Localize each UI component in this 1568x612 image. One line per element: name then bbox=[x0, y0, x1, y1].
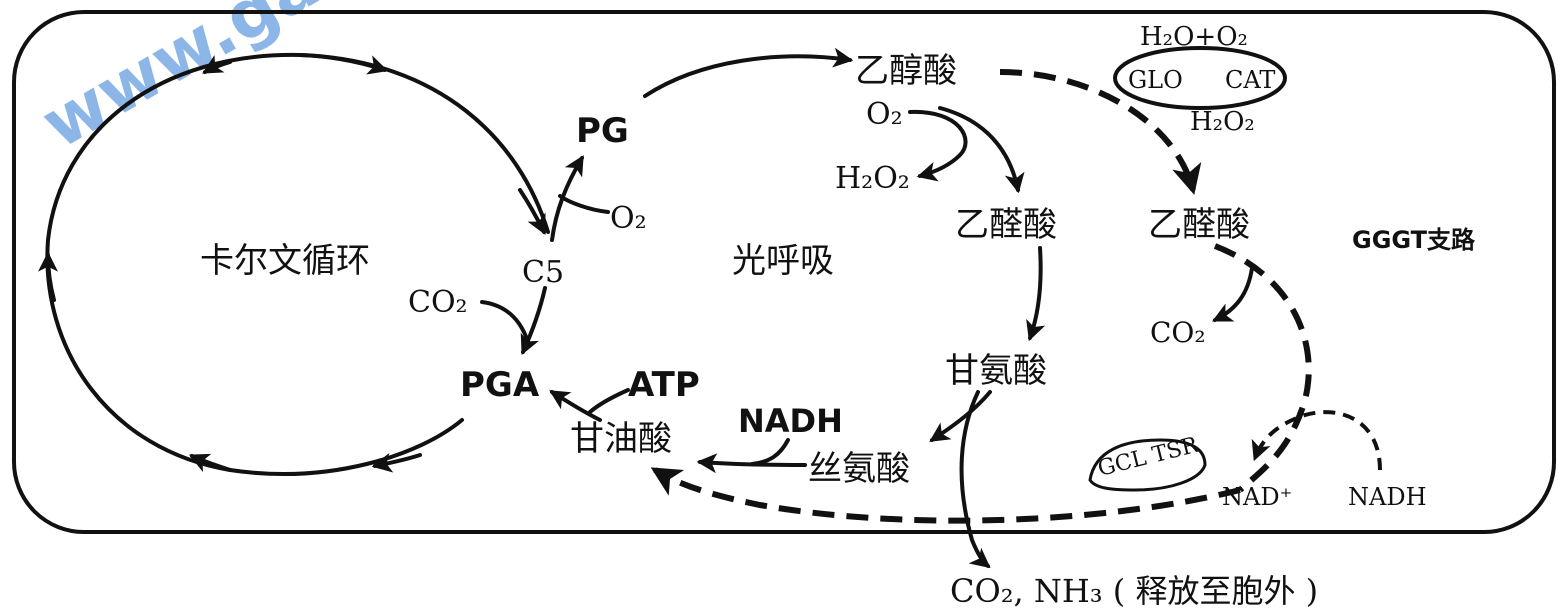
cofactor-nadh-branch: NADH bbox=[1348, 483, 1427, 511]
calvin-cycle-label: 卡尔文循环 bbox=[200, 241, 370, 281]
ggat-branch-label: GGGT支路 bbox=[1352, 226, 1476, 254]
arrow-glyoxylate-to-glycine bbox=[1026, 246, 1046, 342]
dashed-nadh-to-nad bbox=[1251, 410, 1382, 471]
glo-cat-loop bbox=[1113, 46, 1287, 110]
arrow-glycine-to-serine bbox=[929, 390, 992, 442]
metabolite-serine: 丝氨酸 bbox=[808, 449, 910, 489]
cofactor-co2-branch: CO₂ bbox=[1150, 316, 1206, 349]
arrow-nadh-in bbox=[750, 438, 790, 466]
cofactor-atp: ATP bbox=[628, 365, 700, 405]
cofactor-nad-plus: NAD⁺ bbox=[1222, 483, 1292, 511]
metabolite-glyoxylate-branch: 乙醛酸 bbox=[1148, 205, 1250, 245]
metabolite-glycerate: 甘油酸 bbox=[570, 419, 672, 459]
gcl-tsr-box bbox=[1088, 438, 1207, 492]
metabolite-glycolate: 乙醇酸 bbox=[855, 51, 957, 91]
dashed-return-to-glycerate bbox=[650, 467, 1241, 524]
arrow-glycolate-to-glyoxylate bbox=[938, 106, 1025, 194]
metabolite-glycine: 甘氨酸 bbox=[945, 351, 1047, 391]
cofactor-o2-calvin: O₂ bbox=[610, 201, 647, 236]
calvin-cycle-loop bbox=[38, 52, 550, 476]
arrow-c5-to-pga bbox=[520, 286, 547, 356]
enzyme-glo: GLO bbox=[1128, 66, 1183, 94]
metabolite-c5: C5 bbox=[522, 255, 564, 290]
arrow-branch-co2 bbox=[1212, 266, 1254, 322]
watermark-text: www.ga bbox=[29, 0, 332, 165]
cell-boundary bbox=[12, 10, 1556, 534]
cofactor-h2o-o2: H₂O+O₂ bbox=[1140, 22, 1248, 52]
cofactor-h2o2-branch: H₂O₂ bbox=[1190, 107, 1255, 137]
photorespiration-label: 光呼吸 bbox=[732, 241, 834, 281]
cofactor-co2-calvin: CO₂ bbox=[408, 285, 468, 320]
enzyme-cat: CAT bbox=[1225, 66, 1275, 94]
metabolite-pg: PG bbox=[576, 111, 629, 151]
arrow-o2-in bbox=[558, 194, 610, 214]
arrow-co2-in bbox=[480, 300, 530, 344]
metabolite-glyoxylate-main: 乙醛酸 bbox=[955, 205, 1057, 245]
arrow-serine-to-glycerate bbox=[696, 453, 807, 474]
dashed-glycolate-to-glyoxylate-branch bbox=[999, 69, 1202, 195]
arrow-glycerate-to-pga bbox=[549, 390, 602, 422]
metabolite-release: CO₂, NH₃ ( 释放至胞外 ) bbox=[950, 572, 1318, 610]
metabolite-pga: PGA bbox=[460, 365, 540, 405]
cofactor-nadh-main: NADH bbox=[738, 402, 843, 440]
arrow-o2-to-h2o2 bbox=[908, 109, 968, 182]
cofactor-o2-photo: O₂ bbox=[866, 97, 903, 132]
dashed-glyoxylate-branch-down bbox=[1213, 243, 1312, 493]
arrow-atp-in bbox=[588, 388, 630, 414]
arrow-pg-to-glycolate bbox=[643, 47, 854, 98]
cofactor-h2o2-photo: H₂O₂ bbox=[835, 161, 910, 196]
